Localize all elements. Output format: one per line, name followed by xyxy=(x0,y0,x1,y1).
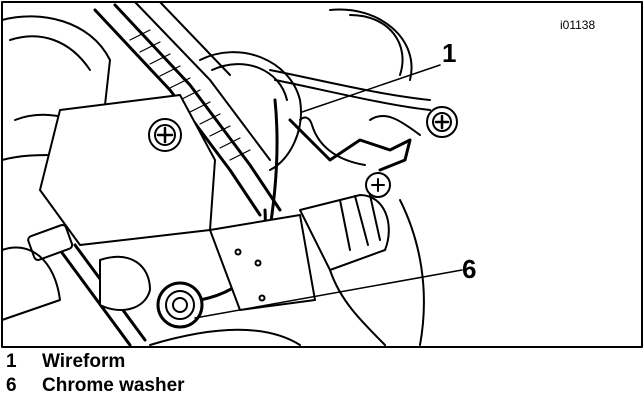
legend-item: 6 Chrome washer xyxy=(4,374,185,398)
figure-border xyxy=(1,1,643,348)
leader-line-6 xyxy=(194,269,463,319)
cable-harness xyxy=(93,8,262,217)
legend-item: 1 Wireform xyxy=(4,350,185,374)
legend-item-number: 6 xyxy=(6,375,17,396)
legend-item-label: Chrome washer xyxy=(42,375,185,396)
figure-reference-id: i01138 xyxy=(560,18,596,32)
legend-item-number: 1 xyxy=(6,351,17,372)
callout-number-1: 1 xyxy=(442,38,457,68)
leader-line-1 xyxy=(301,64,441,113)
lower-flange xyxy=(209,214,316,311)
callout-number-6: 6 xyxy=(462,254,477,284)
legend-item-label: Wireform xyxy=(42,351,126,372)
upper-tube xyxy=(199,51,302,171)
mounting-block xyxy=(39,94,216,246)
legend: 1 Wireform 6 Chrome washer xyxy=(4,350,185,398)
sensor-body xyxy=(299,194,390,271)
threaded-rod xyxy=(58,248,132,347)
